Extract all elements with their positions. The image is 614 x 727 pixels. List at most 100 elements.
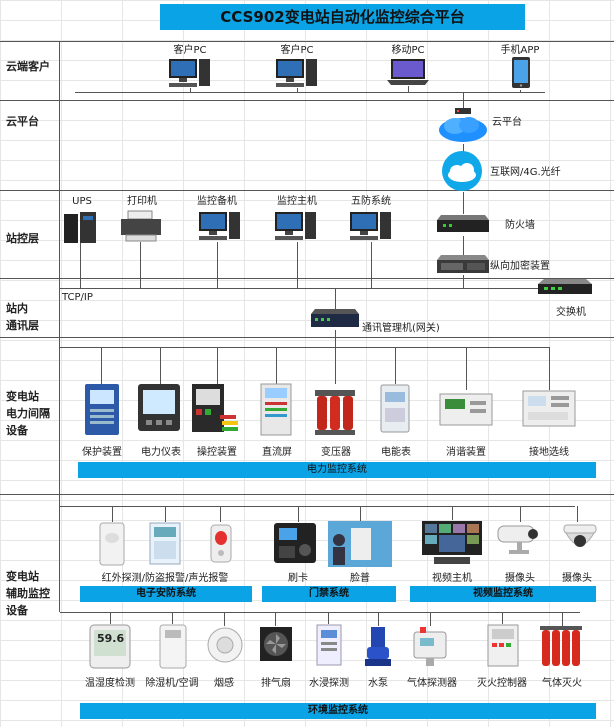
env-device-label: 水浸探测 bbox=[309, 678, 349, 689]
client-label: 移动PC bbox=[391, 45, 425, 56]
comm-gateway-icon bbox=[311, 309, 359, 327]
connector bbox=[160, 347, 161, 384]
harmonic-device-icon bbox=[439, 393, 493, 426]
connector bbox=[371, 242, 372, 288]
divider bbox=[0, 190, 614, 191]
video-system-bar: 视频监控系统 bbox=[410, 586, 596, 602]
env-device-label: 排气扇 bbox=[261, 678, 291, 689]
dc-panel-icon bbox=[260, 383, 292, 436]
connector bbox=[502, 612, 503, 624]
connector bbox=[562, 612, 563, 626]
connector bbox=[80, 243, 81, 288]
connector bbox=[520, 506, 521, 522]
tcpip-bus-line bbox=[60, 288, 540, 289]
exhaust-fan-icon bbox=[260, 627, 292, 661]
security-system-bar: 电子安防系统 bbox=[80, 586, 252, 602]
power-device-label: 消谐装置 bbox=[446, 447, 486, 458]
client-label: 客户PC bbox=[280, 45, 314, 56]
energy-meter-icon bbox=[380, 384, 410, 433]
alarm-panel-icon bbox=[149, 522, 181, 565]
thermometer-icon bbox=[89, 624, 131, 669]
env-device-label: 除湿机/空调 bbox=[145, 678, 199, 689]
smoke-detector-icon bbox=[207, 627, 243, 663]
desktop-pc-icon bbox=[275, 212, 316, 240]
power-meter-icon bbox=[138, 384, 180, 431]
water-leak-detector-icon bbox=[316, 624, 342, 666]
connector bbox=[224, 612, 225, 626]
smartphone-icon bbox=[512, 57, 530, 88]
tcpip-label: TCP/IP bbox=[62, 292, 93, 303]
encryption-label: 纵向加密装置 bbox=[490, 261, 550, 272]
water-pump-icon bbox=[365, 627, 391, 666]
infrared-detector-icon bbox=[99, 522, 125, 566]
dome-camera-icon bbox=[563, 524, 597, 547]
desktop-pc-icon bbox=[169, 59, 210, 87]
connector bbox=[463, 275, 464, 288]
aux-bus-line bbox=[60, 506, 575, 507]
printer-icon bbox=[121, 210, 161, 242]
env-device-label: 气体探测器 bbox=[407, 678, 457, 689]
divider bbox=[0, 41, 614, 42]
firewall-label: 防火墙 bbox=[505, 220, 535, 231]
desktop-pc-icon bbox=[276, 59, 317, 87]
power-device-label: 直流屏 bbox=[262, 447, 292, 458]
env-device-label: 水泵 bbox=[368, 678, 388, 689]
divider bbox=[0, 278, 614, 279]
desktop-pc-icon bbox=[199, 212, 240, 240]
control-device-icon bbox=[192, 384, 238, 432]
siren-icon bbox=[210, 524, 232, 563]
cloud-platform-label: 云平台 bbox=[492, 117, 522, 128]
connector bbox=[328, 612, 329, 624]
gas-extinguisher-icon bbox=[540, 626, 582, 666]
video-label: 视频主机 bbox=[432, 573, 472, 584]
power-system-bar: 电力监控系统 bbox=[78, 462, 596, 478]
connector bbox=[275, 612, 276, 626]
env-system-bar: 环境监控系统 bbox=[80, 703, 596, 719]
connector bbox=[466, 347, 467, 390]
connector bbox=[520, 90, 521, 93]
protection-relay-icon bbox=[85, 384, 119, 435]
connector bbox=[335, 330, 336, 348]
connector bbox=[452, 506, 453, 520]
connector bbox=[360, 506, 361, 522]
divider bbox=[0, 100, 614, 101]
connector bbox=[463, 192, 464, 214]
connector bbox=[140, 242, 141, 288]
station-device-label: UPS bbox=[72, 196, 92, 207]
access-label: 刷卡 bbox=[288, 573, 308, 584]
cloud-server-icon bbox=[439, 108, 487, 142]
power-device-label: 保护装置 bbox=[82, 447, 122, 458]
card-reader-icon bbox=[274, 523, 316, 563]
connector bbox=[408, 86, 409, 93]
power-device-label: 接地选线 bbox=[529, 447, 569, 458]
fire-controller-icon bbox=[487, 624, 519, 667]
connector bbox=[101, 347, 102, 384]
connector bbox=[110, 612, 111, 624]
page-title: CCS902变电站自动化监控综合平台 bbox=[160, 4, 525, 30]
switch-label: 交换机 bbox=[556, 307, 586, 318]
tier-station-control: 站控层 bbox=[6, 232, 39, 245]
station-device-label: 五防系统 bbox=[351, 196, 391, 207]
tier-station-comm: 站内 通讯层 bbox=[6, 302, 39, 332]
face-recognition-icon bbox=[328, 521, 392, 567]
grounding-selector-icon bbox=[522, 390, 576, 427]
transformer-icon bbox=[315, 390, 355, 435]
env-device-label: 温湿度检测 bbox=[85, 678, 135, 689]
connector bbox=[172, 612, 173, 624]
env-device-label: 气体灭火 bbox=[542, 678, 582, 689]
connector bbox=[395, 347, 396, 384]
connector bbox=[335, 347, 336, 384]
connector bbox=[297, 242, 298, 288]
connector bbox=[220, 506, 221, 522]
laptop-icon bbox=[387, 59, 429, 85]
connector bbox=[165, 506, 166, 522]
connector bbox=[190, 88, 191, 93]
station-device-label: 监控备机 bbox=[197, 196, 237, 207]
access-system-bar: 门禁系统 bbox=[262, 586, 396, 602]
env-bus-line bbox=[60, 612, 580, 613]
connector bbox=[463, 92, 464, 110]
power-bus-line bbox=[60, 347, 550, 348]
internet-label: 互联网/4G.光纤 bbox=[490, 167, 561, 178]
power-device-label: 变压器 bbox=[321, 447, 351, 458]
